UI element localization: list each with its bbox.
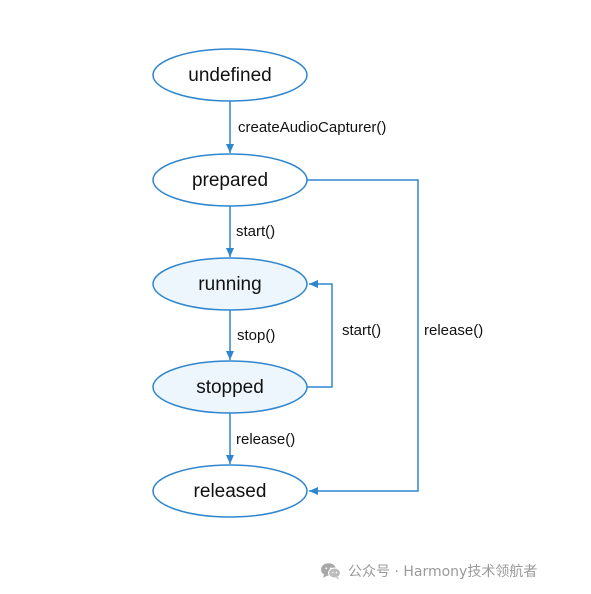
node-released-label: released — [194, 481, 267, 502]
edge-stopped-to-running: start() — [307, 280, 381, 388]
watermark: 公众号 · Harmony技术领航者 — [320, 560, 537, 582]
watermark-text: 公众号 · Harmony技术领航者 — [348, 564, 538, 580]
edge-create-label: createAudioCapturer() — [238, 119, 386, 136]
node-running-label: running — [198, 274, 261, 295]
edge-release-prepared-label: release() — [424, 322, 483, 339]
node-undefined-label: undefined — [188, 65, 271, 86]
node-prepared: prepared — [152, 153, 308, 207]
edge-undefined-to-prepared: createAudioCapturer() — [226, 101, 386, 153]
edge-prepared-to-running: start() — [226, 206, 275, 257]
node-stopped: stopped — [152, 360, 308, 414]
node-prepared-label: prepared — [192, 170, 268, 191]
node-stopped-label: stopped — [196, 377, 264, 398]
wechat-icon — [320, 562, 342, 580]
node-undefined: undefined — [152, 48, 308, 102]
edge-stopped-to-released: release() — [226, 413, 295, 464]
edge-stop-label: stop() — [237, 327, 275, 344]
edge-running-to-stopped: stop() — [226, 310, 275, 360]
edge-start-label: start() — [236, 223, 275, 240]
edge-restart-label: start() — [342, 322, 381, 339]
node-released: released — [152, 464, 308, 518]
edge-prepared-to-released: release() — [307, 179, 483, 495]
edge-release-label: release() — [236, 431, 295, 448]
node-running: running — [152, 257, 308, 311]
